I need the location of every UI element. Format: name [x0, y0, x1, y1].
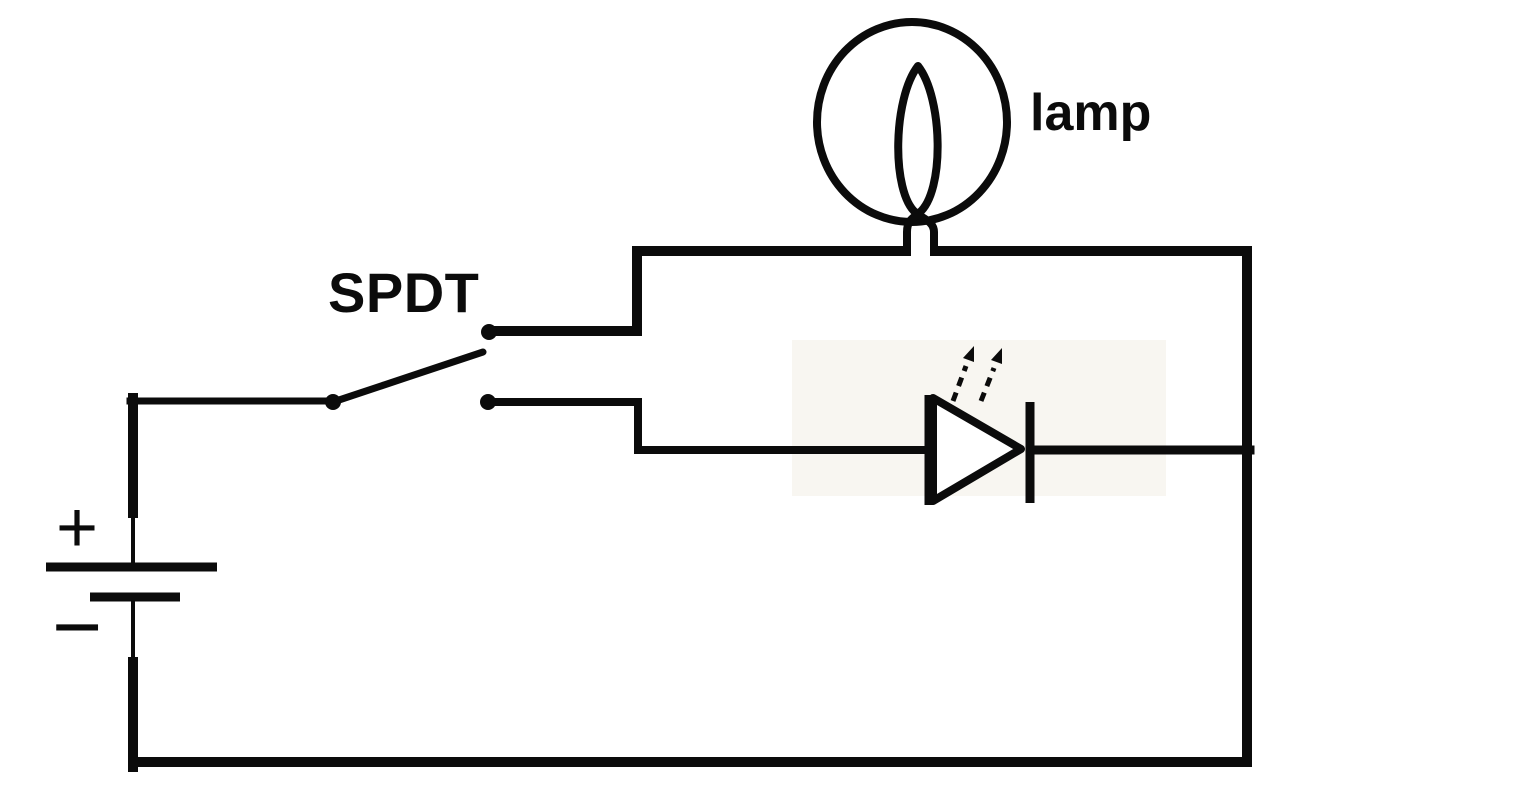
wire-led-branch-left	[487, 398, 930, 454]
led-arrow-2-shaft	[978, 367, 997, 402]
wire-lamp-branch	[487, 246, 907, 336]
switch-blade	[329, 348, 487, 406]
lamp	[813, 18, 1011, 256]
lamp-label: lamp	[1030, 84, 1151, 142]
spdt-switch	[325, 324, 497, 410]
lamp-bulb-circle	[813, 18, 1011, 226]
led-arrow-1-head	[963, 346, 974, 362]
battery-minus-label: −	[52, 579, 102, 675]
led-emission-arrows	[950, 346, 1002, 402]
switch-pivot-dot	[325, 394, 341, 410]
led	[924, 346, 1035, 505]
switch-upper-contact-dot	[481, 324, 497, 340]
spdt-label: SPDT	[328, 261, 479, 324]
lamp-filament-loop	[894, 62, 942, 256]
led-arrow-1-shaft	[950, 365, 969, 402]
switch-lower-contact-dot	[480, 394, 496, 410]
wire-main-loop	[128, 246, 1252, 767]
battery-plus-label: +	[56, 488, 98, 568]
battery	[46, 562, 217, 602]
led-arrow-2-head	[991, 348, 1002, 364]
led-triangle	[929, 394, 1025, 505]
wires	[126, 246, 1255, 772]
